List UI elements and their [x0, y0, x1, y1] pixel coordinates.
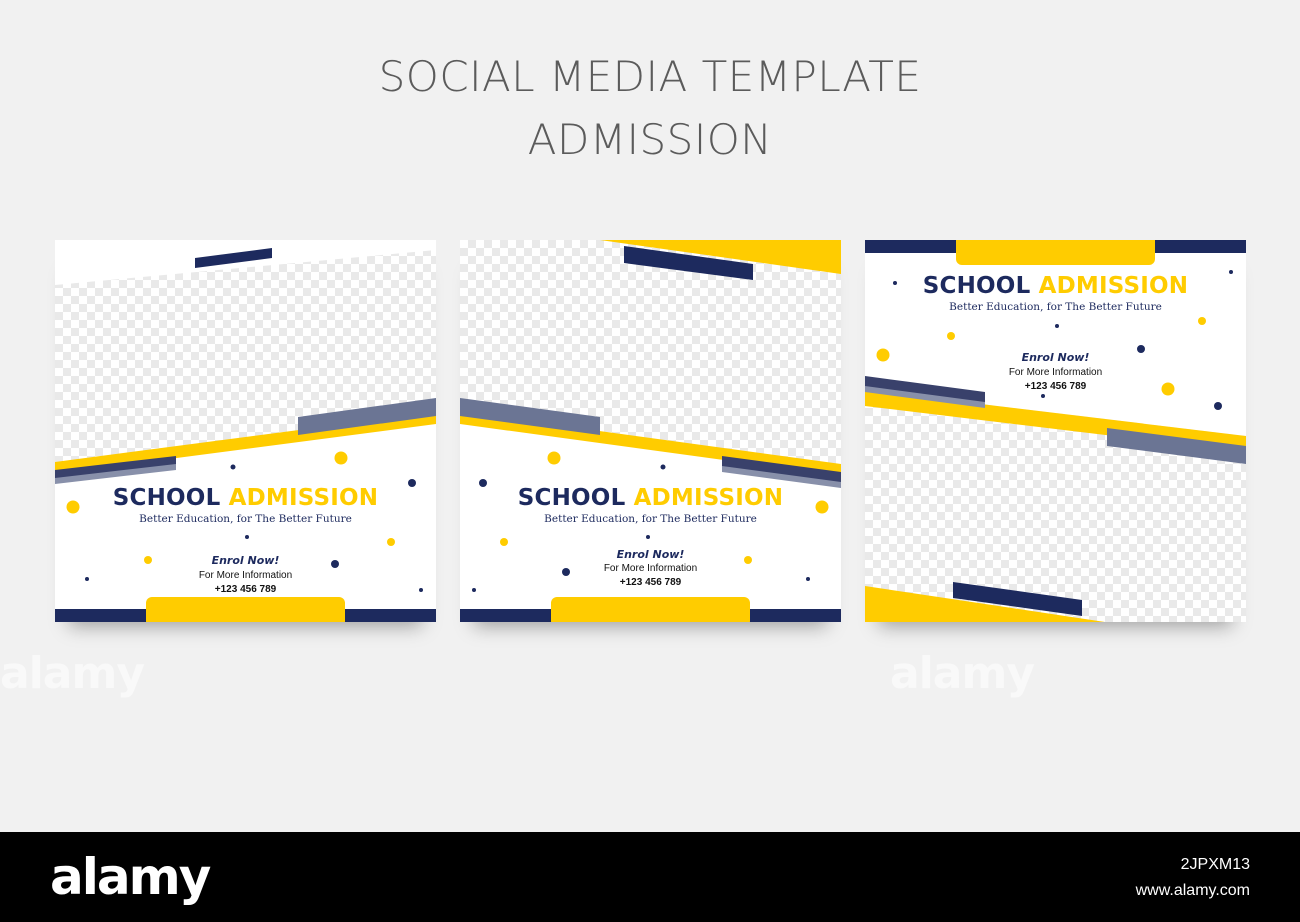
phone-number: +123 456 789 [1024, 381, 1087, 392]
navy-dot [1055, 324, 1059, 328]
slate-right-shadow [722, 466, 841, 488]
headline-school: SCHOOL [517, 485, 626, 511]
yellow-button-shape [146, 597, 345, 622]
headline-school: SCHOOL [112, 485, 221, 511]
headline: SCHOOL ADMISSION [460, 485, 841, 511]
headline-admission: ADMISSION [633, 485, 784, 511]
watermark: alamy [0, 648, 145, 699]
yellow-dot [876, 348, 890, 362]
yellow-dot [1198, 317, 1206, 325]
navy-dot [646, 535, 650, 539]
card-3-graphics [865, 240, 1246, 622]
headline: SCHOOL ADMISSION [55, 485, 436, 511]
navy-dot [472, 588, 476, 592]
yellow-dot [144, 556, 152, 564]
navy-dot [806, 577, 810, 581]
enrol-cta: Enrol Now! [1021, 351, 1090, 364]
template-card-1: SCHOOL ADMISSION Better Education, for T… [55, 240, 436, 622]
yellow-top-triangle [600, 240, 841, 274]
slate-left-shadow [865, 386, 985, 408]
navy-dot [660, 464, 666, 470]
headline-school: SCHOOL [922, 273, 1031, 299]
yellow-dot [815, 500, 829, 514]
info-text: For More Information [603, 563, 698, 574]
navy-dot [85, 577, 89, 581]
navy-dot [408, 479, 416, 487]
navy-dot [1214, 402, 1222, 410]
navy-dot [562, 568, 570, 576]
yellow-dot [547, 451, 561, 465]
image-id: 2JPXM13 [1180, 856, 1250, 873]
navy-top-stripe [624, 246, 753, 280]
navy-dot [245, 535, 249, 539]
yellow-dot [66, 500, 80, 514]
stock-footer-bar: alamy 2JPXM13 www.alamy.com [0, 832, 1300, 922]
navy-dot [1137, 345, 1145, 353]
tagline: Better Education, for The Better Future [949, 301, 1162, 313]
navy-dot [419, 588, 423, 592]
enrol-cta: Enrol Now! [616, 548, 685, 561]
navy-dot [1229, 270, 1233, 274]
slate-right-block [1107, 428, 1246, 464]
headline: SCHOOL ADMISSION [865, 273, 1246, 299]
page-title-line2: ADMISSION [527, 115, 773, 164]
yellow-dot [947, 332, 955, 340]
page-title-line1: SOCIAL MEDIA TEMPLATE [378, 52, 922, 101]
yellow-tab-shape [956, 240, 1155, 265]
navy-top-stripe [195, 248, 272, 268]
info-text: For More Information [198, 570, 293, 581]
yellow-bottom-triangle [865, 586, 1105, 622]
template-card-2: SCHOOL ADMISSION Better Education, for T… [460, 240, 841, 622]
headline-admission: ADMISSION [1038, 273, 1189, 299]
site-url: www.alamy.com [1135, 882, 1250, 899]
yellow-button-shape [551, 597, 750, 622]
phone-number: +123 456 789 [619, 577, 682, 588]
card-1-graphics [55, 240, 436, 622]
navy-dot [230, 464, 236, 470]
headline-admission: ADMISSION [228, 485, 379, 511]
info-text: For More Information [1008, 367, 1103, 378]
slate-left-block [460, 398, 600, 435]
yellow-dot [387, 538, 395, 546]
yellow-dot [334, 451, 348, 465]
yellow-dot [1161, 382, 1175, 396]
card-2-graphics [460, 240, 841, 622]
yellow-dot [744, 556, 752, 564]
navy-dot [331, 560, 339, 568]
navy-bottom-stripe [953, 582, 1082, 616]
white-content-area [865, 240, 1246, 436]
tagline: Better Education, for The Better Future [544, 513, 757, 525]
phone-number: +123 456 789 [214, 584, 277, 595]
slate-right-block [298, 398, 436, 435]
template-card-3: SCHOOL ADMISSION Better Education, for T… [865, 240, 1246, 622]
slate-left-shadow [55, 464, 176, 484]
tagline: Better Education, for The Better Future [139, 513, 352, 525]
watermark: alamy [890, 648, 1035, 699]
alamy-logo: alamy [50, 848, 211, 906]
yellow-dot [500, 538, 508, 546]
navy-dot [893, 281, 897, 285]
white-top-swoosh [55, 240, 436, 285]
navy-dot [479, 479, 487, 487]
navy-dot [1041, 394, 1045, 398]
enrol-cta: Enrol Now! [211, 554, 280, 567]
